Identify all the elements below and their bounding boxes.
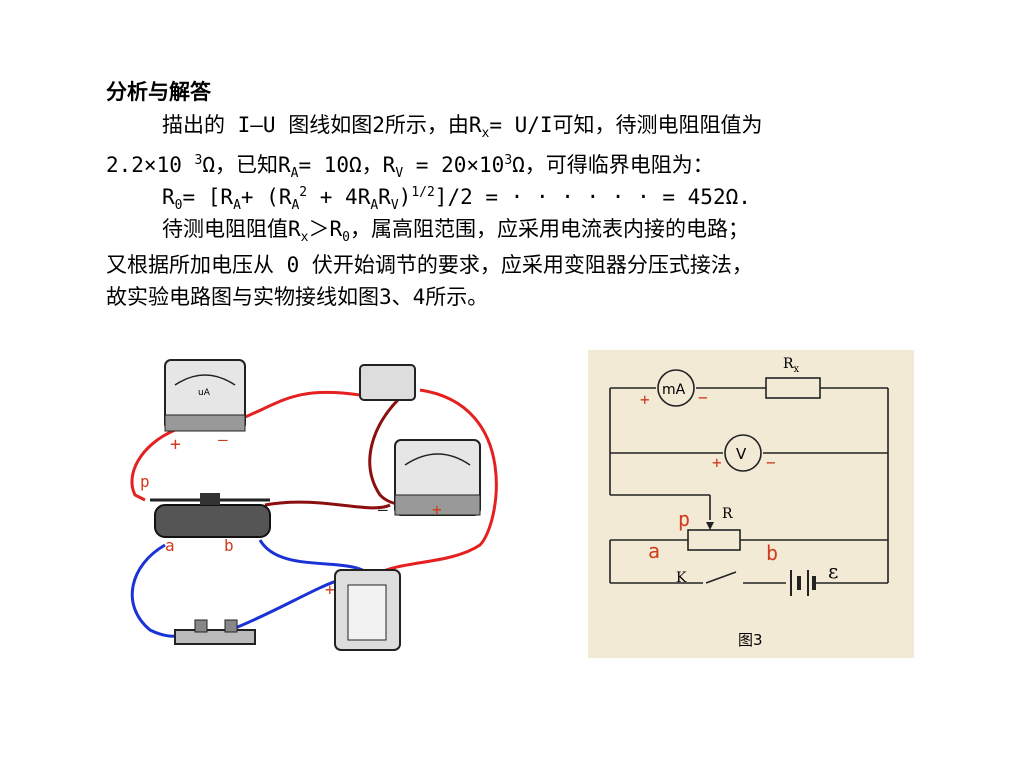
battery-plus-label: + xyxy=(325,580,335,599)
text: = U/I可知，待测电阻阻值为 xyxy=(489,113,763,137)
photo-label-b: b xyxy=(224,536,234,555)
text: R xyxy=(378,185,391,209)
wiring-photo: uA + — — + p a b + xyxy=(130,359,498,651)
subscript: V xyxy=(395,166,404,181)
paragraph-line-4: 待测电阻阻值Rx＞R0，属高阻范围，应采用电流表内接的电路； xyxy=(162,214,749,253)
text: 待测电阻阻值R xyxy=(162,217,301,241)
voltmeter-icon xyxy=(394,439,481,516)
v-label: V xyxy=(736,445,747,463)
superscript: 2 xyxy=(299,185,308,200)
microammeter-icon xyxy=(164,359,246,432)
subscript: x xyxy=(481,126,490,141)
ma-plus: + xyxy=(640,390,650,409)
text: = 10Ω，R xyxy=(298,153,396,177)
superscript: 3 xyxy=(504,153,513,168)
photo-label-a: a xyxy=(165,536,175,555)
minus-label: — xyxy=(218,430,228,449)
text: + (R xyxy=(240,185,292,209)
switch-label-k: K xyxy=(676,570,687,586)
text: 描出的 I—U 图线如图2所示，由R xyxy=(162,113,482,137)
rheostat-icon xyxy=(150,493,271,538)
paragraph-line-1: 描出的 I—U 图线如图2所示，由Rx= U/I可知，待测电阻阻值为 xyxy=(162,110,763,149)
volt-minus-label: — xyxy=(378,500,388,519)
subscript: V xyxy=(390,198,399,213)
subscript: x xyxy=(300,230,309,245)
slider-arrow-icon xyxy=(706,522,714,530)
ma-minus: − xyxy=(698,388,708,407)
rx-label: Rx xyxy=(783,356,800,375)
paragraph-line-2: 2.2×10 3Ω，已知RA= 10Ω，RV = 20×103Ω，可得临界电阻为… xyxy=(106,146,714,189)
plus-label: + xyxy=(170,434,181,455)
v-plus: + xyxy=(712,453,722,472)
rheostat-symbol xyxy=(687,529,741,551)
battery-symbol xyxy=(790,570,816,596)
text: R xyxy=(162,185,175,209)
text: = 20×10 xyxy=(403,153,505,177)
diagram-label-r: R xyxy=(722,506,733,522)
diagram-label-a: a xyxy=(648,539,660,563)
text: ) xyxy=(398,185,412,209)
resistor-box-icon xyxy=(359,364,416,401)
paragraph-line-6: 故实验电路图与实物接线如图3、4所示。 xyxy=(106,285,489,309)
subscript: 0 xyxy=(342,230,350,245)
emf-label: ε xyxy=(828,559,838,583)
subscript: A xyxy=(291,198,300,213)
volt-plus-label: + xyxy=(432,500,442,519)
superscript: 1/2 xyxy=(411,185,435,200)
rx-resistor-symbol xyxy=(765,377,821,399)
diagram-label-b: b xyxy=(766,541,778,565)
subscript: 0 xyxy=(174,198,183,213)
text: ]/2 = · · · · · · = 452Ω. xyxy=(434,185,751,209)
voltmeter-symbol xyxy=(724,434,762,472)
text: Ω，已知R xyxy=(202,153,291,177)
section-heading: 分析与解答 xyxy=(106,80,211,104)
text: 2.2×10 xyxy=(106,153,195,177)
circuit-diagram: mA Rx + − V + − p R a b K ε 图3 xyxy=(588,350,914,658)
subscript: A xyxy=(233,198,241,213)
battery-icon xyxy=(334,569,401,651)
switch-icon xyxy=(174,619,256,645)
text: = [R xyxy=(182,185,234,209)
milliammeter-symbol xyxy=(657,369,695,407)
diagram-label-p: p xyxy=(678,507,690,531)
text: ＞R xyxy=(308,217,343,241)
v-minus: − xyxy=(766,453,776,472)
meter1-label: uA xyxy=(198,388,211,398)
superscript: 3 xyxy=(194,153,203,168)
ma-label: mA xyxy=(662,382,686,398)
text: ，属高阻范围，应采用电流表内接的电路； xyxy=(349,217,749,241)
paragraph-line-5: 又根据所加电压从 0 伏开始调节的要求，应采用变阻器分压式接法， xyxy=(106,253,753,277)
text: Ω，可得临界电阻为： xyxy=(512,153,714,177)
figure-caption: 图3 xyxy=(738,631,763,649)
text: + 4R xyxy=(307,185,371,209)
photo-label-p: p xyxy=(140,472,150,491)
formula-line: R0= [RA+ (RA2 + 4RARV)1/2]/2 = · · · · ·… xyxy=(162,178,751,221)
subscript: A xyxy=(290,166,299,181)
subscript: A xyxy=(370,198,379,213)
